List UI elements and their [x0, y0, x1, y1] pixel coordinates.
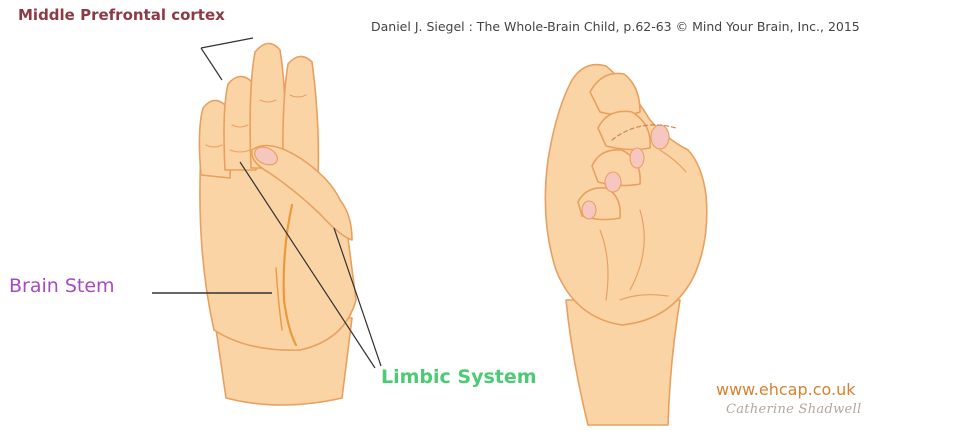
brain-stem-label: Brain Stem: [9, 275, 115, 297]
limbic-system-label: Limbic System: [381, 366, 537, 388]
open-hand-illustration: [199, 43, 356, 405]
artist-signature: Catherine Shadwell: [726, 402, 861, 417]
prefrontal-cortex-label: Middle Prefrontal cortex: [18, 6, 225, 24]
website-link[interactable]: www.ehcap.co.uk: [716, 380, 856, 399]
fist-illustration: [545, 65, 706, 425]
pfc-leader-line: [201, 38, 253, 48]
pfc-leader-line-2: [201, 48, 222, 80]
citation-text: Daniel J. Siegel : The Whole-Brain Child…: [371, 19, 860, 34]
